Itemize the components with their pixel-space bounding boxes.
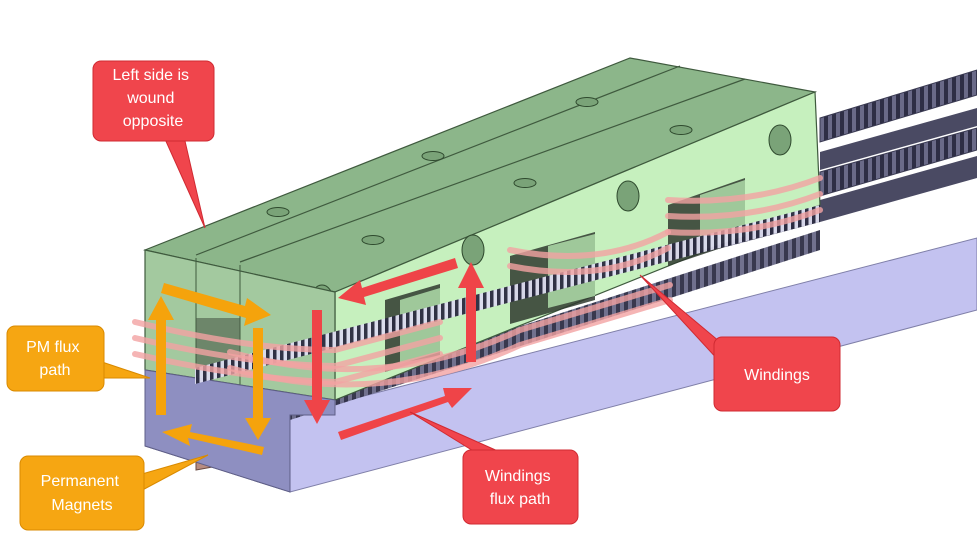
pm-flux-arrow-down (245, 328, 271, 440)
callout-pm-flux-line-2: path (39, 362, 70, 379)
winding-coil (227, 297, 673, 388)
callout-left-side-box (92, 60, 215, 142)
rail-teeth-row-front-lower (820, 156, 977, 222)
side-hole (616, 180, 640, 212)
bolt-hole (361, 235, 385, 245)
callout-pm-flux: PM flux path (6, 325, 151, 392)
windings-flux-arrow-up (458, 262, 484, 362)
callout-permanent-magnets-line-1: Permanent (41, 473, 120, 490)
callout-windings-box (713, 336, 841, 412)
winding-coil (507, 229, 671, 259)
bolt-hole (513, 178, 537, 188)
windings-glow (132, 175, 823, 388)
winding-coil (665, 207, 823, 236)
callout-left-side-pointer (159, 127, 206, 229)
rail-teeth-under-mover-2 (290, 230, 820, 420)
rail-teeth-row-front (819, 127, 977, 197)
callout-left-side: Left side is wound opposite (92, 60, 215, 229)
bolt-hole (421, 151, 445, 161)
callout-permanent-magnets-pointer (134, 454, 209, 495)
stator-front-lower (144, 369, 336, 493)
callout-permanent-magnets-box (19, 455, 145, 531)
side-hole (768, 124, 792, 156)
callout-windings: Windings (639, 274, 841, 412)
callout-windings-flux: Windings flux path (409, 411, 579, 525)
callout-pm-flux-line-1: PM flux (26, 339, 79, 356)
pm-flux-arrows (148, 283, 271, 455)
svg-text:Windings: Windings (744, 367, 810, 384)
bolt-hole (575, 97, 599, 107)
winding-coil (665, 175, 823, 204)
svg-text:Windings flux path: Windings flux path (485, 468, 555, 508)
svg-text:PM flux path: PM flux path (26, 339, 84, 379)
callout-windings-flux-line-2: flux path (490, 491, 550, 508)
winding-coil (227, 282, 673, 373)
bolt-hole (669, 125, 693, 135)
callout-pm-flux-box (6, 325, 105, 392)
windings-flux-arrow-down (304, 310, 330, 424)
svg-text:Permanent Magnets: Permanent Magnets (41, 473, 124, 514)
winding-coil (507, 245, 671, 275)
windings-flux-arrows (304, 258, 484, 440)
rail-teeth-row-back (819, 69, 977, 143)
pm-flux-arrow-up (148, 296, 174, 415)
callout-windings-line-1: Windings (744, 367, 810, 384)
side-hole (461, 234, 485, 266)
callout-left-side-line-1: Left side is (113, 67, 189, 84)
svg-text:Left side is wound: Left side is wound opposite (113, 67, 194, 130)
windings-flux-arrow-right (338, 388, 472, 440)
bolt-hole (266, 207, 290, 217)
winding-coil (665, 191, 823, 220)
rail-teeth-row-back-lower (820, 108, 977, 170)
callout-left-side-line-3: opposite (123, 113, 184, 130)
callout-left-side-line-2: wound (126, 90, 174, 107)
windings-flux-arrow-left (338, 258, 458, 305)
pm-flux-arrow-right (161, 283, 271, 326)
callout-windings-flux-line-1: Windings (485, 468, 551, 485)
mover-seam-2 (239, 78, 746, 263)
callout-permanent-magnets: Permanent Magnets (19, 454, 209, 531)
callout-windings-flux-box (462, 449, 579, 525)
pm-flux-arrow-left (162, 424, 264, 455)
callout-permanent-magnets-line-2: Magnets (51, 497, 112, 514)
